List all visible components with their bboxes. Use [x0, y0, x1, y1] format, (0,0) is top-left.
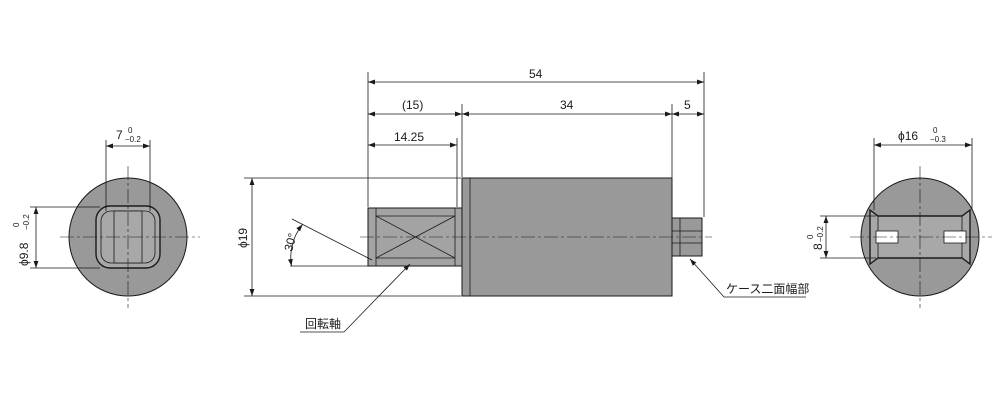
angle-value: 30°	[281, 231, 299, 252]
right-diameter-dim-lower-tol: −0.3	[930, 135, 946, 144]
right-diameter-dim-upper-tol: 0	[933, 126, 938, 135]
rotating-shaft-leader	[343, 263, 411, 333]
body-length-value: 34	[560, 98, 574, 112]
case-width-length-value: 5	[684, 98, 691, 112]
right-width-dim-upper-tol: 0	[806, 234, 815, 239]
angle-dim-arc	[287, 224, 303, 267]
case-width-label: ケース二面幅部	[726, 281, 809, 296]
body-diameter-value: ϕ19	[236, 228, 250, 248]
left-diameter-dim-upper-tol: 0	[12, 222, 21, 227]
right-diameter-dim-value: ϕ16	[898, 129, 918, 143]
case-width-leader	[689, 258, 725, 298]
left-width-dim-lower-tol: −0.2	[125, 135, 141, 144]
left-width-dim-value: 7	[116, 128, 123, 142]
right-width-dim-lower-tol: −0.2	[816, 226, 825, 242]
left-end-view: 7 0 −0.2 ϕ9.8 0 −0.2	[12, 126, 200, 308]
shaft-length-value: 14.25	[394, 130, 424, 144]
right-width-dim-value: 8	[811, 243, 825, 250]
left-width-dim-upper-tol: 0	[128, 126, 133, 135]
ref-length-value: (15)	[402, 98, 423, 112]
rotating-shaft-label: 回転軸	[305, 317, 341, 331]
left-diameter-dim-value: ϕ9.8	[17, 242, 31, 266]
left-diameter-dim-lower-tol: −0.2	[22, 214, 31, 230]
right-end-view: ϕ16 0 −0.3 8 0 −0.2	[806, 126, 992, 308]
overall-length-value: 54	[529, 67, 543, 81]
front-view: 54 (15) 34 5 14.25 ϕ19 30° 回転軸	[236, 67, 809, 333]
